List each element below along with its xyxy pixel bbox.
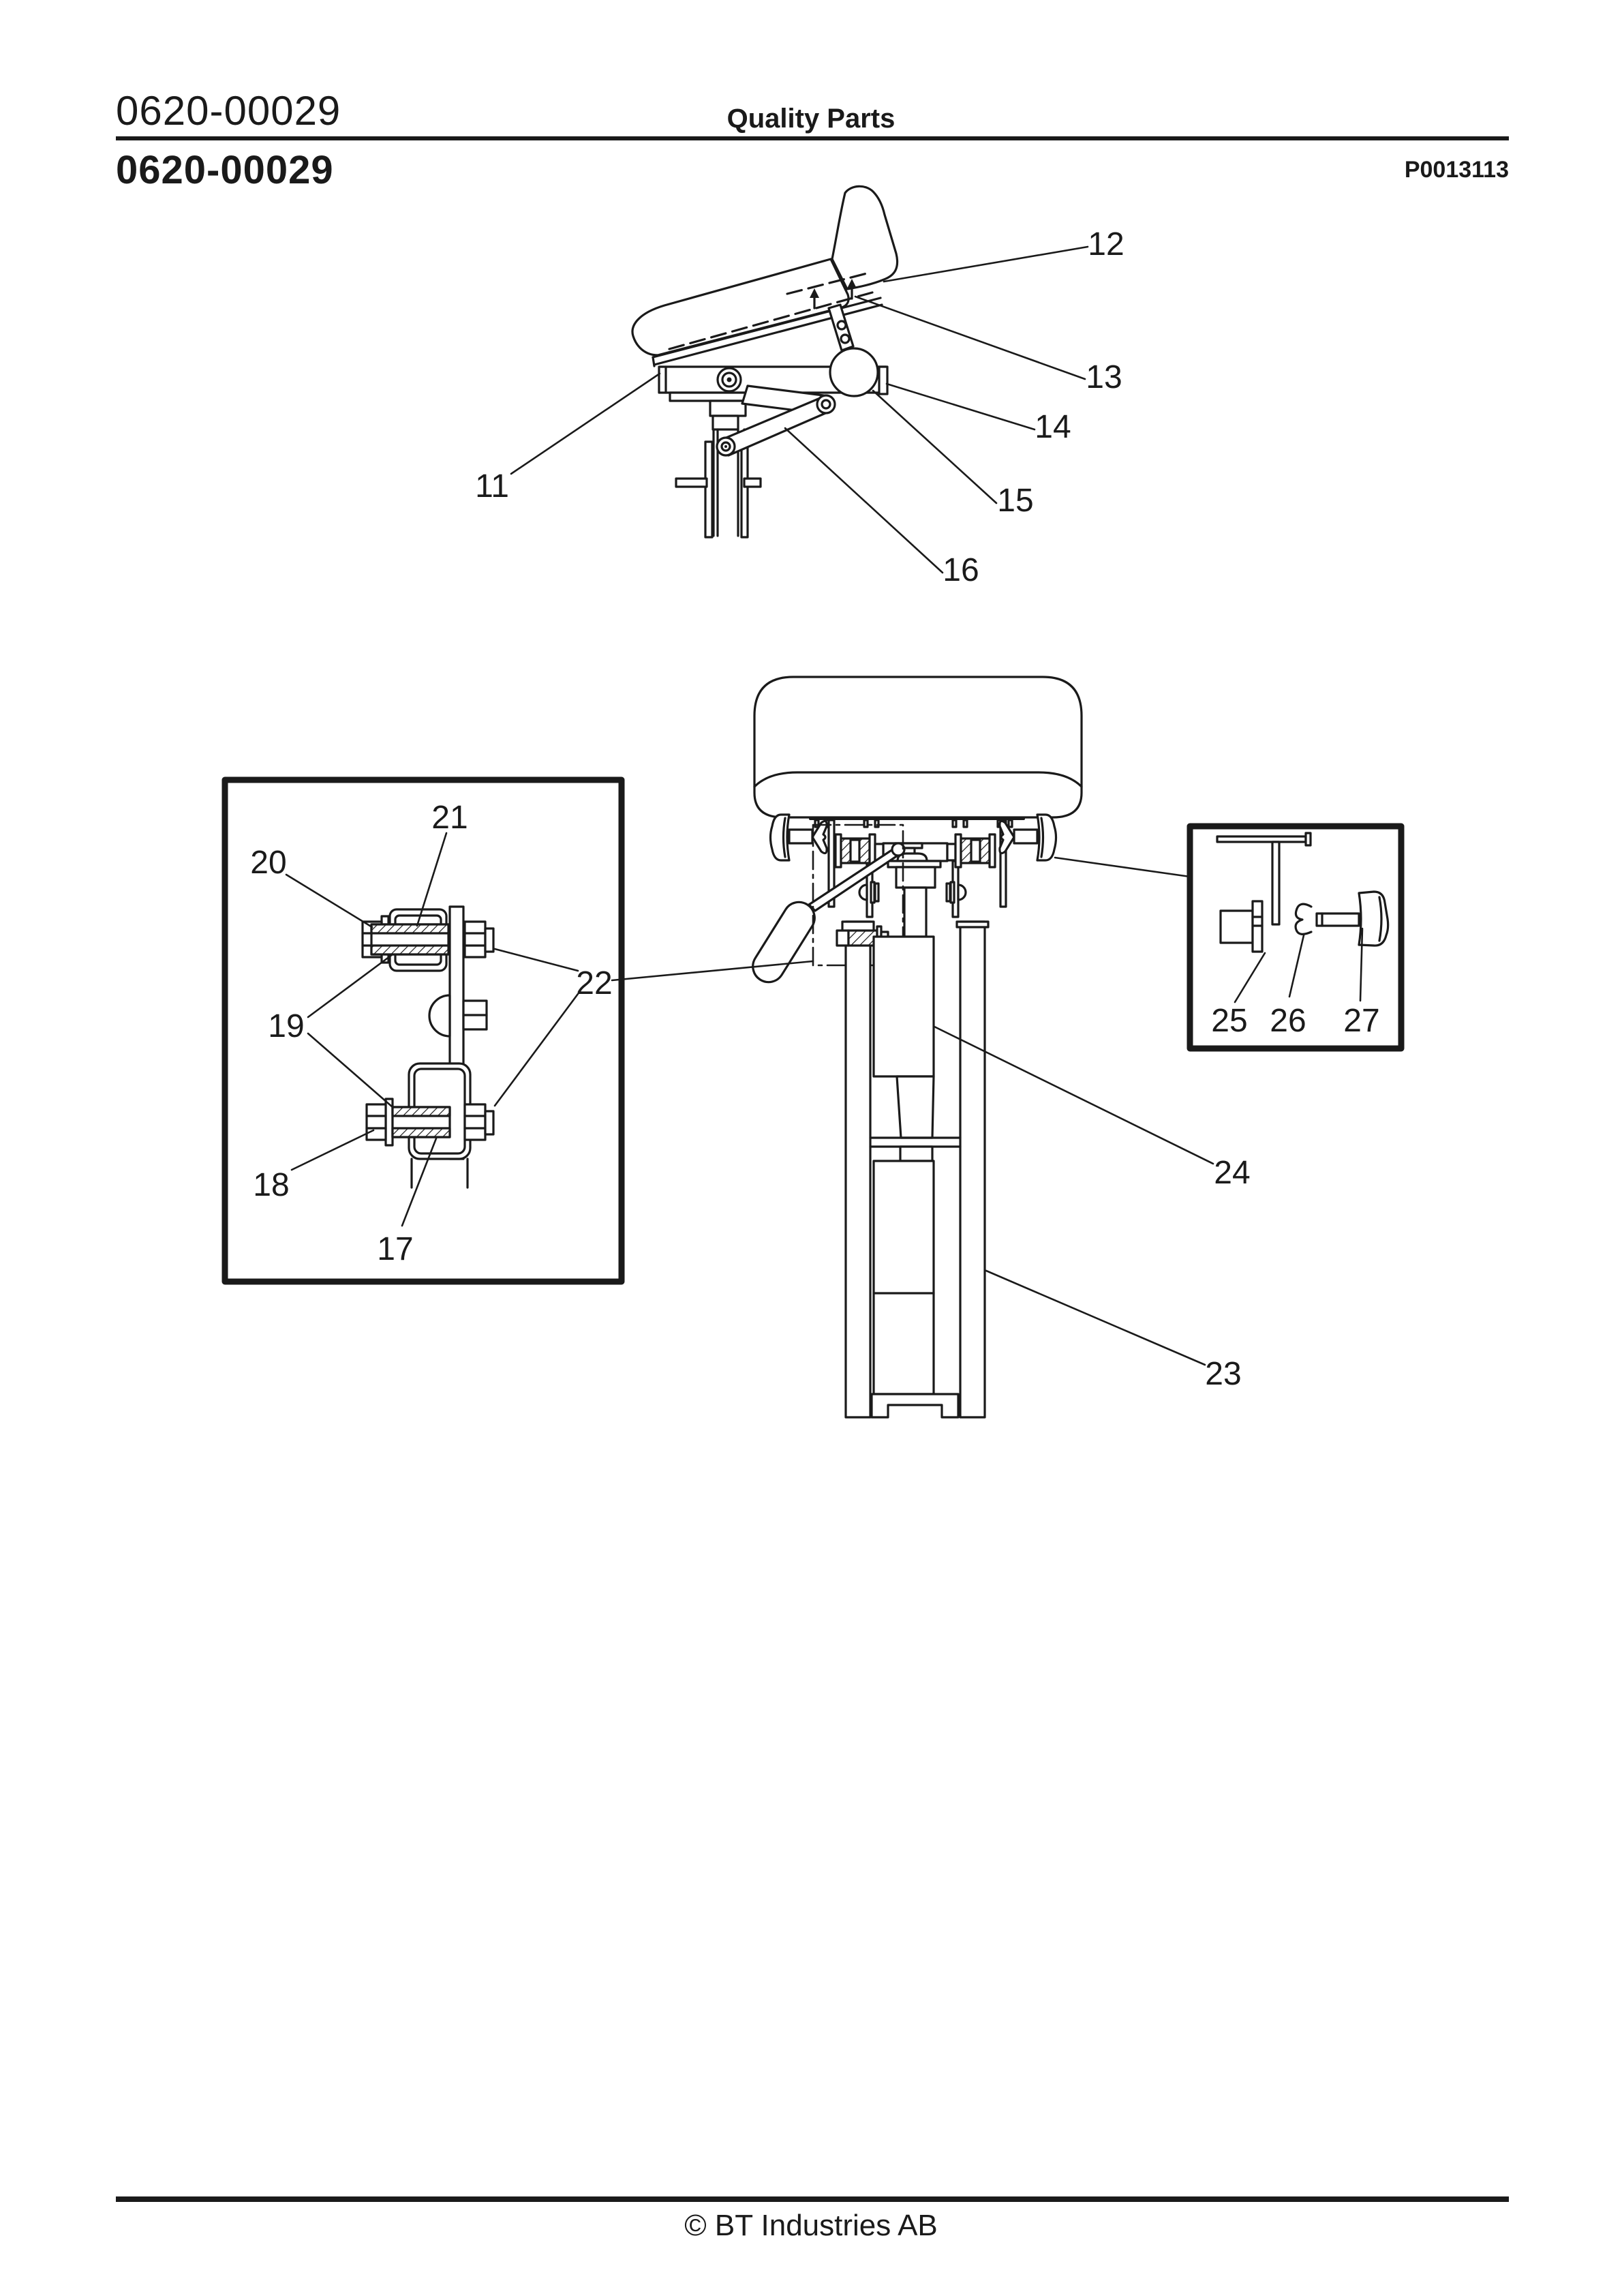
connector-to-left-inset [611, 960, 814, 982]
seat-side-view: 11 12 13 14 15 16 [475, 185, 1124, 588]
right-inset-leaders [1234, 927, 1364, 1003]
seat-mounting-rail [809, 817, 1025, 828]
clamp-block [1219, 900, 1264, 953]
seat-cushion-side [631, 258, 850, 357]
seat-front-view: 24 23 [611, 676, 1251, 1419]
callout-19: 19 [268, 1008, 304, 1044]
upper-bolt-assembly [361, 908, 495, 972]
page-title: Quality Parts [726, 104, 896, 134]
seat-backrest [831, 185, 899, 290]
left-knob-assembly [769, 813, 828, 862]
figure-code: P0013113 [1404, 157, 1509, 183]
lower-bolt-assembly [365, 1062, 495, 1189]
callout-11: 11 [475, 468, 509, 504]
callout-23: 23 [1205, 1356, 1241, 1392]
header-rule [116, 136, 1509, 140]
document-number-header: 0620-00029 [116, 88, 341, 134]
callout-18: 18 [253, 1167, 289, 1203]
callout-22: 22 [576, 965, 612, 1001]
front-view-leaders [933, 1025, 1214, 1366]
left-detail-inset: 21 20 19 18 17 22 [221, 776, 625, 1285]
detail-area-frame [812, 824, 904, 967]
support-rod [1216, 832, 1312, 926]
pedestal-foot [870, 1393, 960, 1419]
seat-cushion-front [753, 676, 1083, 819]
suspension-bolts [858, 881, 967, 904]
right-threaded-bushing [946, 833, 996, 868]
callout-25: 25 [1211, 1003, 1247, 1039]
document-number-bold: 0620-00029 [116, 148, 334, 192]
right-side-plate [999, 819, 1007, 908]
adjustment-ball-knob [829, 347, 879, 397]
connector-to-right-inset [1054, 856, 1191, 878]
release-lever [752, 842, 906, 984]
callout-14: 14 [1035, 409, 1071, 445]
right-inset-border [1187, 823, 1405, 1052]
spring-clip [1294, 903, 1313, 935]
callout-17: 17 [377, 1231, 413, 1267]
right-knob-assembly [998, 813, 1058, 862]
knob-with-shaft [1315, 890, 1390, 947]
top-view-leaders [510, 245, 1089, 574]
callout-21: 21 [431, 800, 468, 836]
pan-clamp-screws [810, 279, 857, 309]
left-inset-leaders [285, 832, 579, 1227]
right-detail-inset: 25 26 27 [1187, 823, 1405, 1052]
callout-26: 26 [1270, 1003, 1306, 1039]
footer-rule [116, 2196, 1509, 2202]
callout-27: 27 [1343, 1003, 1379, 1039]
callout-16: 16 [943, 552, 979, 588]
left-side-plate [827, 819, 836, 908]
callout-13: 13 [1086, 359, 1122, 395]
footer-copyright: © BT Industries AB [684, 2209, 938, 2242]
callout-24: 24 [1214, 1155, 1250, 1191]
bar-pivot-screw [716, 367, 742, 393]
callout-12: 12 [1088, 226, 1124, 262]
scissor-linkage [716, 384, 836, 457]
gas-cylinder [869, 935, 962, 1395]
callout-15: 15 [997, 483, 1033, 519]
left-inset-border [221, 776, 625, 1285]
callout-20: 20 [250, 845, 286, 881]
